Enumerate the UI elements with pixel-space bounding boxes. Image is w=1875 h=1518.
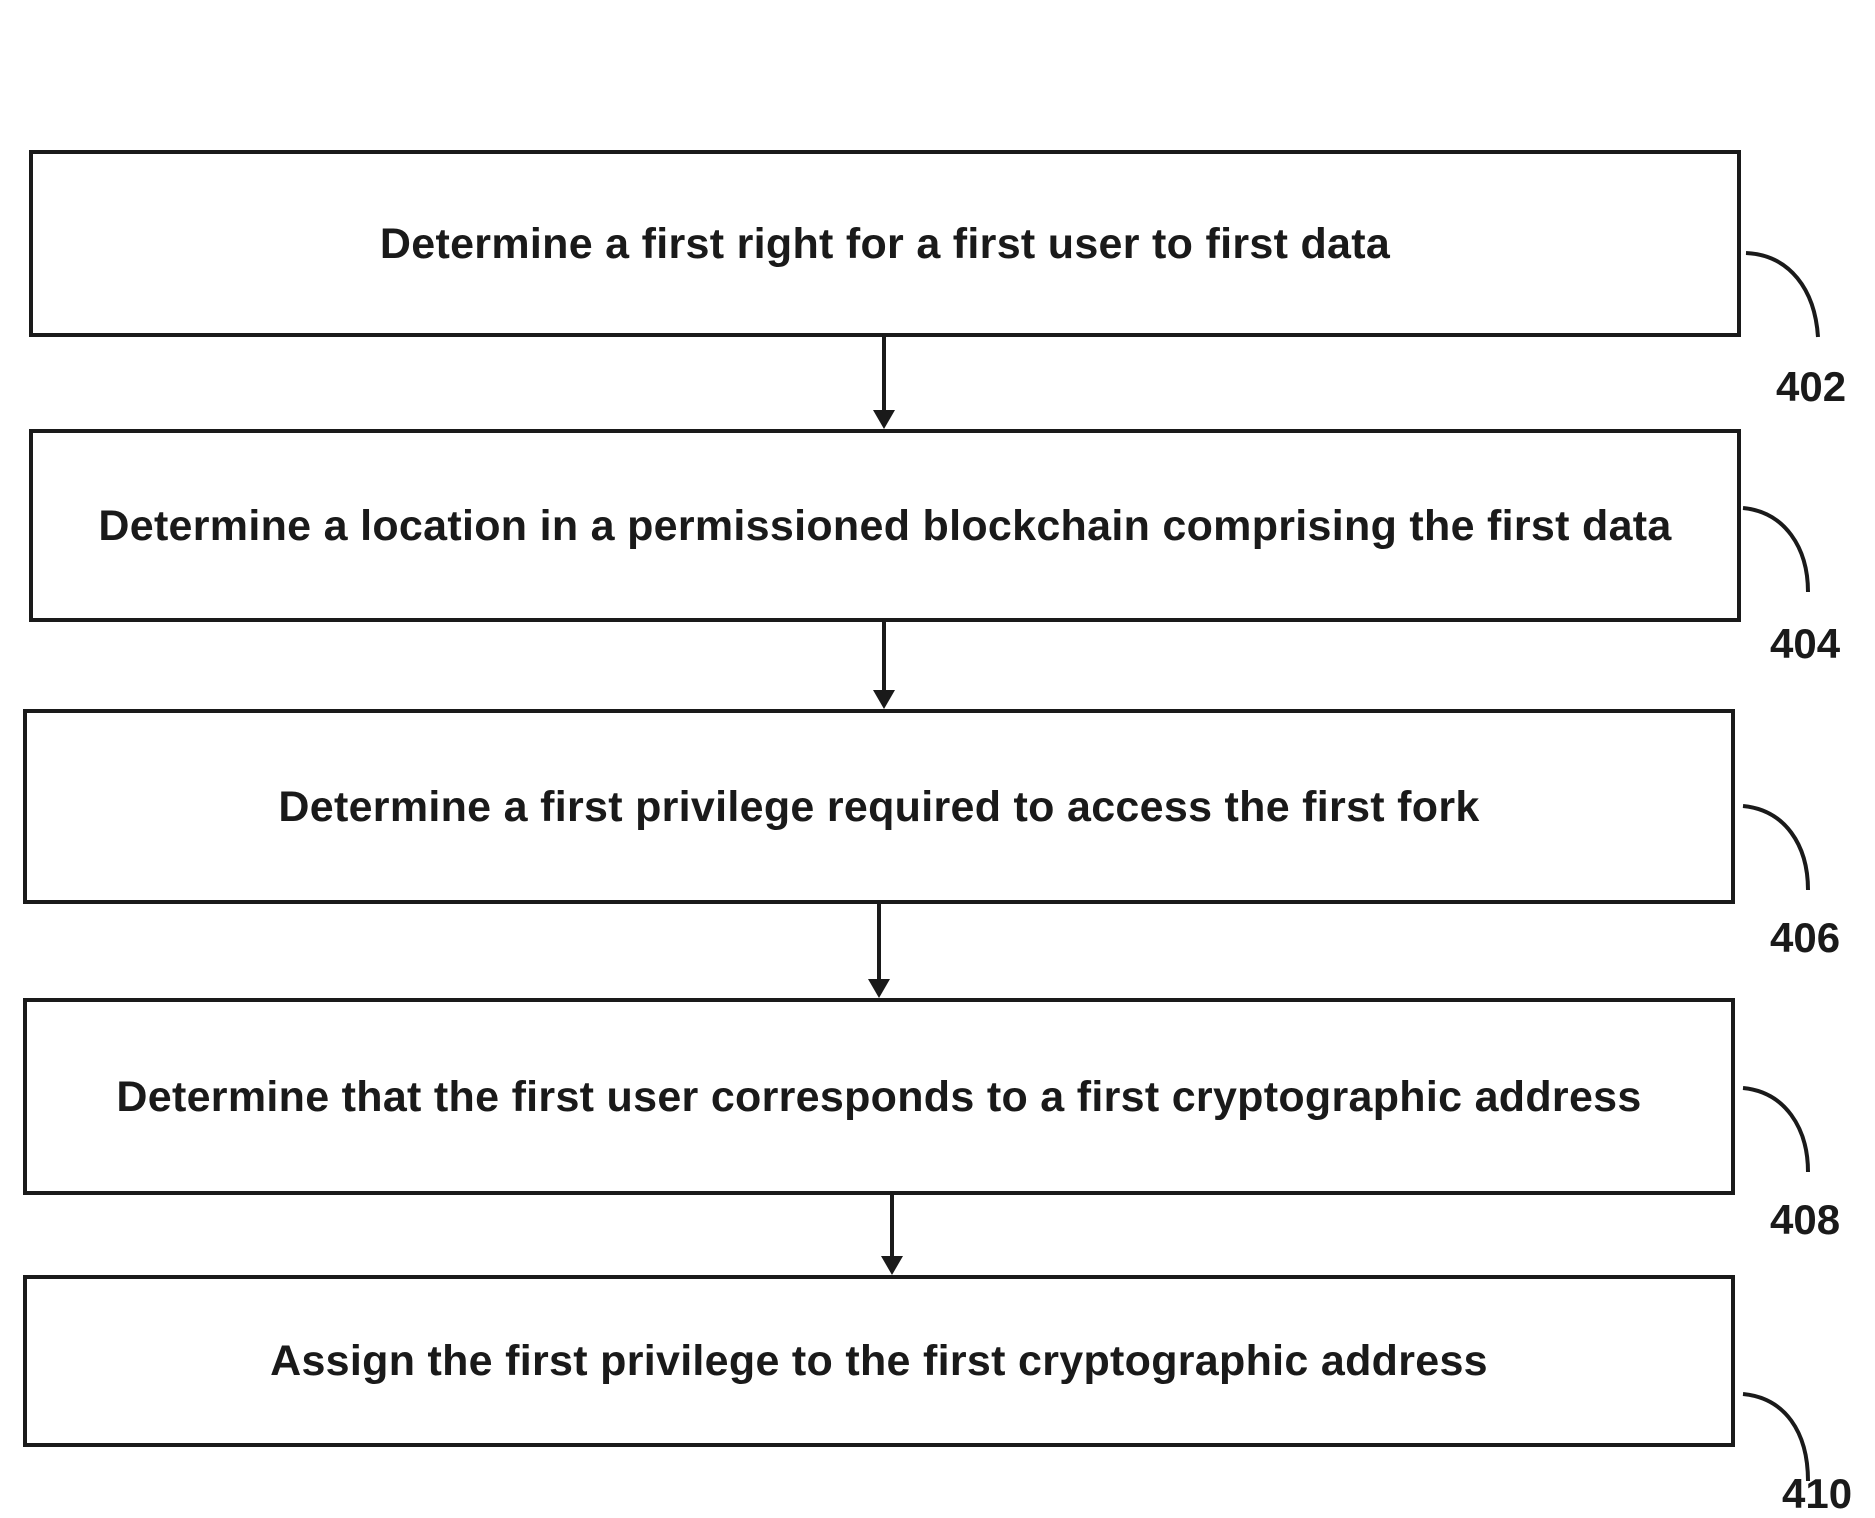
flow-arrow-402-404 — [873, 337, 895, 429]
leader-line-402 — [1746, 253, 1818, 337]
step-box-402: Determine a first right for a first user… — [29, 150, 1741, 337]
flow-arrow-404-406 — [873, 622, 895, 709]
step-text-404: Determine a location in a permissioned b… — [48, 498, 1721, 554]
step-box-404: Determine a location in a permissioned b… — [29, 429, 1741, 622]
step-text-410: Assign the first privilege to the first … — [220, 1333, 1538, 1389]
step-box-408: Determine that the first user correspond… — [23, 998, 1735, 1195]
step-text-402: Determine a first right for a first user… — [330, 216, 1440, 272]
ref-label-408: 408 — [1770, 1196, 1840, 1244]
leader-line-410 — [1743, 1394, 1808, 1481]
step-text-408: Determine that the first user correspond… — [66, 1069, 1691, 1125]
leader-line-404 — [1743, 508, 1808, 592]
ref-label-402: 402 — [1776, 363, 1846, 411]
ref-label-404: 404 — [1770, 620, 1840, 668]
leader-line-408 — [1743, 1088, 1808, 1172]
leader-line-406 — [1743, 806, 1808, 890]
step-text-406: Determine a first privilege required to … — [228, 779, 1529, 835]
step-box-406: Determine a first privilege required to … — [23, 709, 1735, 904]
step-box-410: Assign the first privilege to the first … — [23, 1275, 1735, 1447]
ref-label-410: 410 — [1782, 1470, 1852, 1518]
ref-label-406: 406 — [1770, 914, 1840, 962]
flow-arrow-406-408 — [868, 904, 890, 998]
flow-arrow-408-410 — [881, 1195, 903, 1275]
